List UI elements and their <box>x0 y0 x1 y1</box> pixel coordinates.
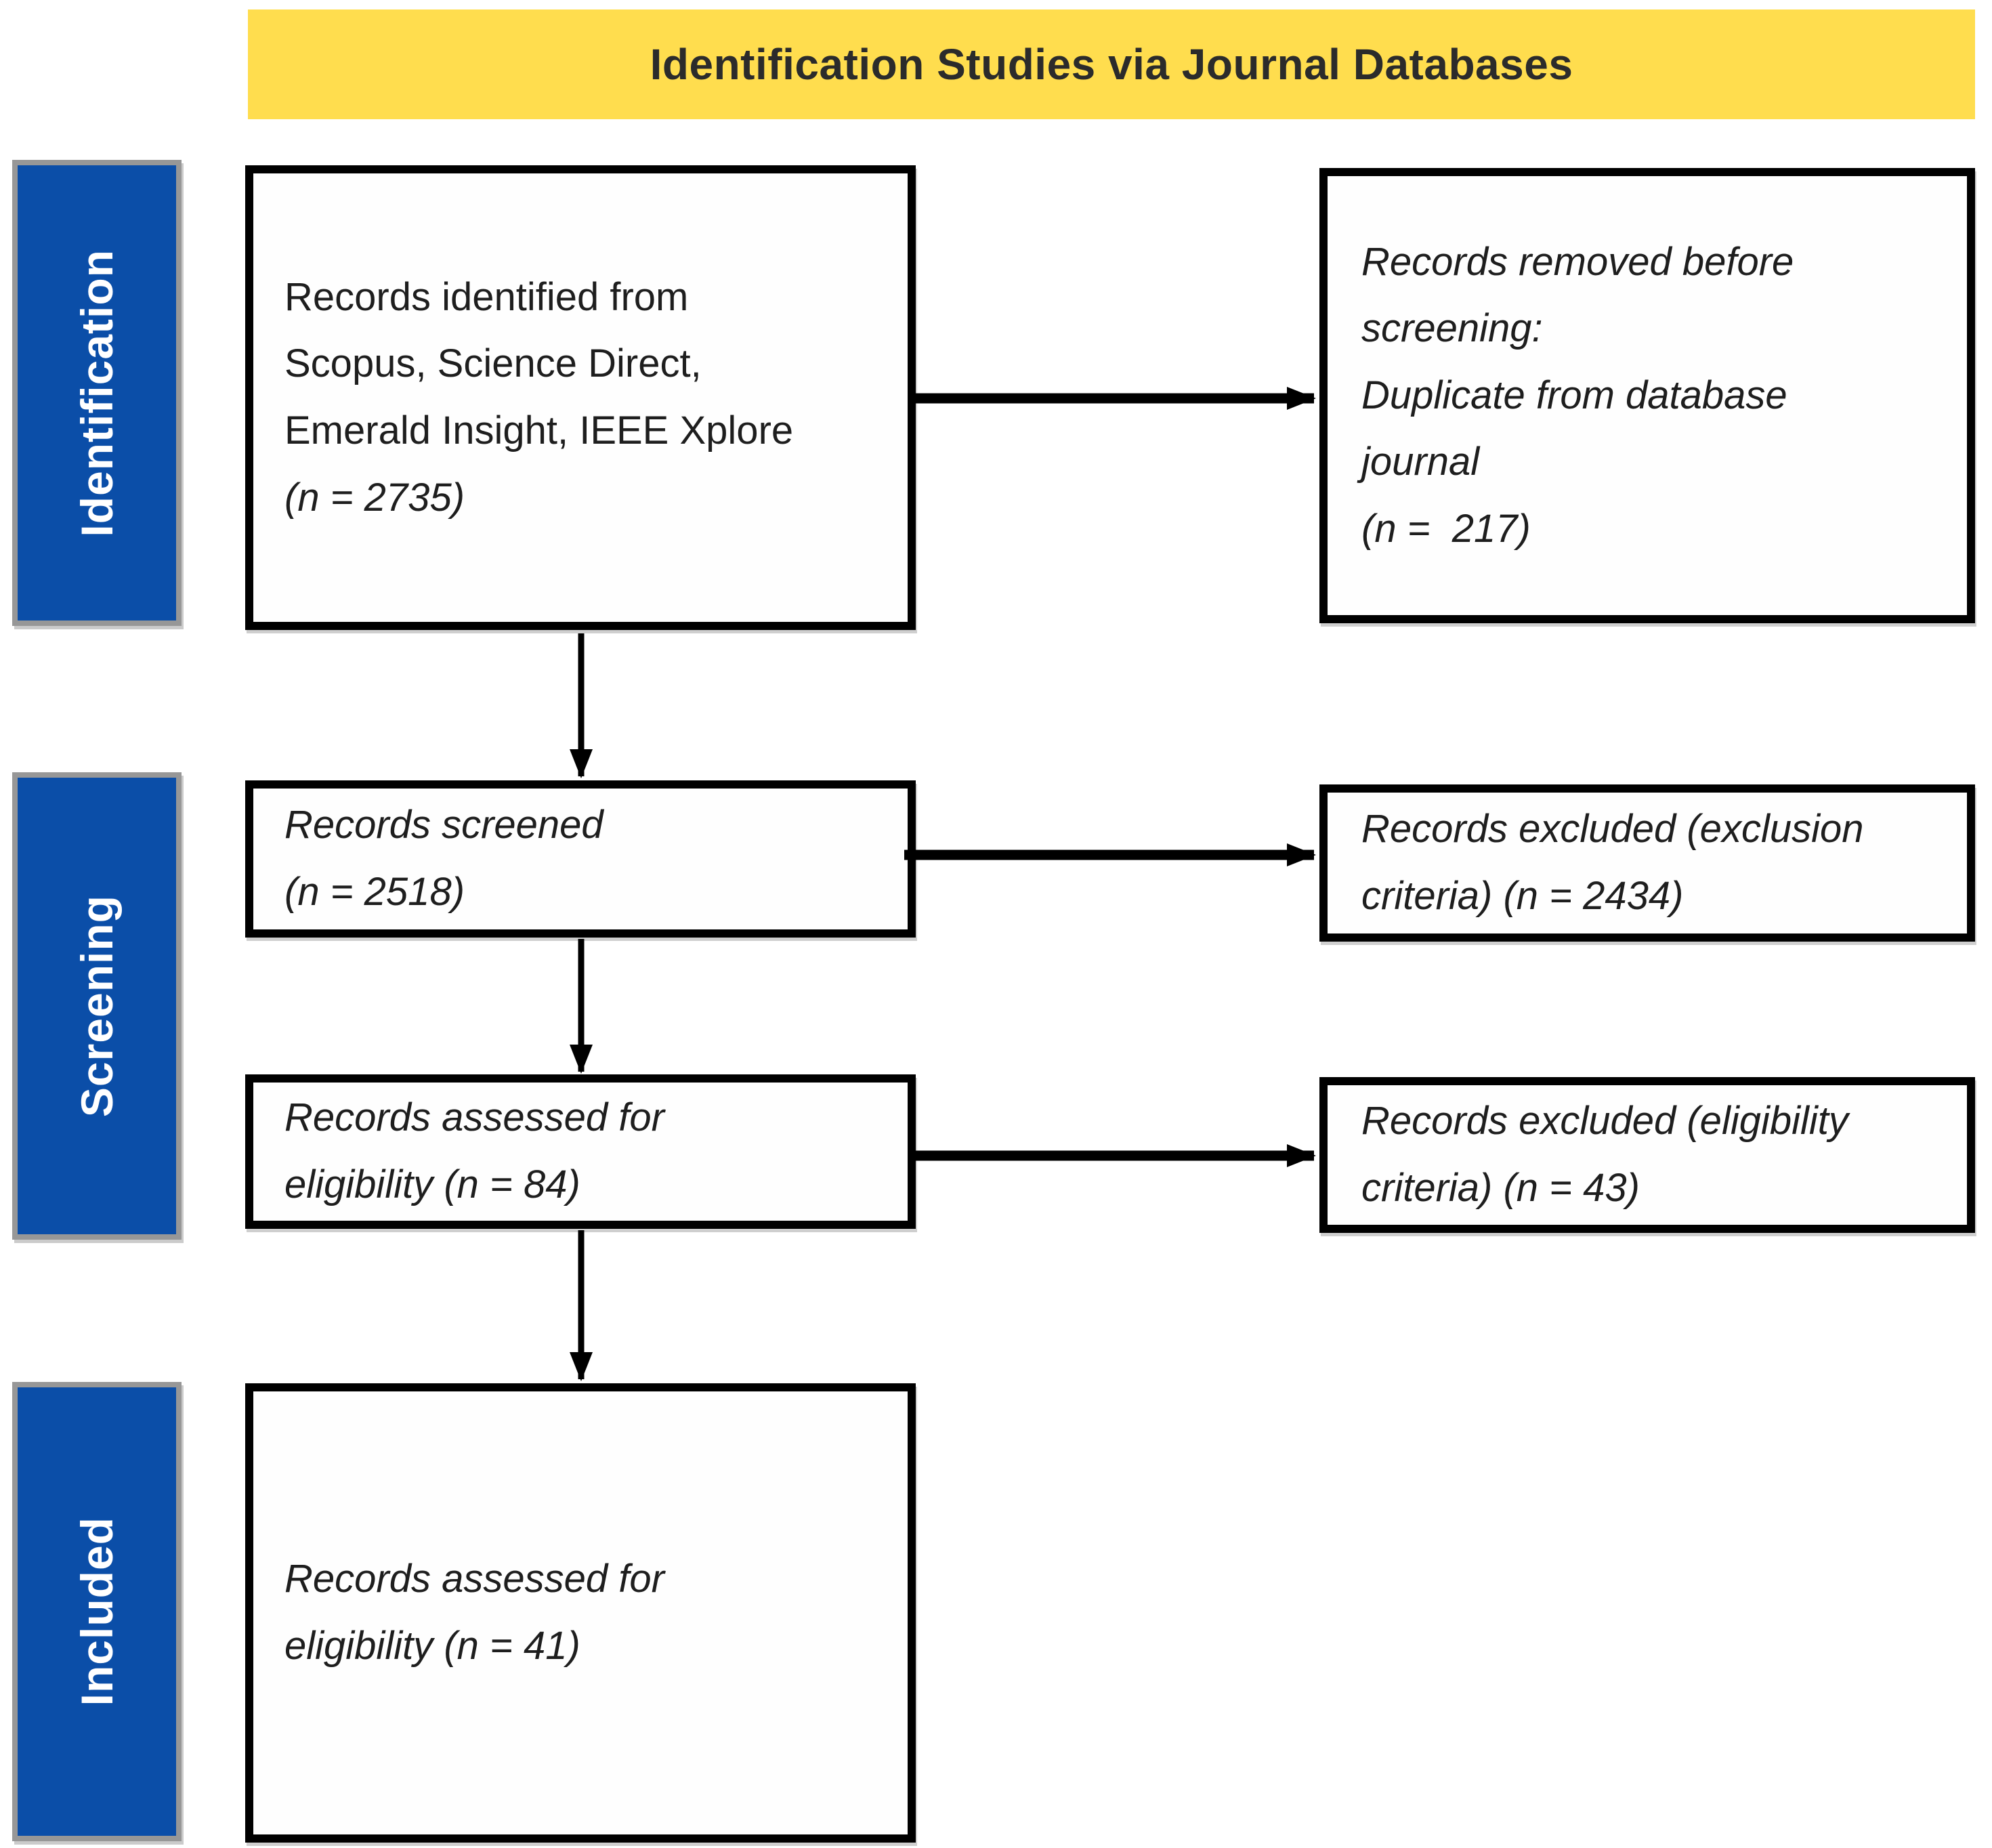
box-text-line: Records excluded (eligibility <box>1361 1099 1848 1143</box>
box-text-line: screening: <box>1361 306 1543 351</box>
stage-identification: Identification <box>12 160 182 626</box>
stage-included: Included <box>12 1382 182 1841</box>
box-text-line: Emerald Insight, IEEE Xplore <box>284 408 794 453</box>
box-count-line: (n = 217) <box>1361 506 1531 551</box>
box-count-line: (n = 2735) <box>284 475 465 520</box>
box-text-line: Records identified from <box>284 274 689 319</box>
diagram-title: Identification Studies via Journal Datab… <box>650 40 1573 89</box>
box-text-line: Records excluded (exclusion <box>1361 807 1864 852</box>
header-banner: Identification Studies via Journal Datab… <box>248 9 1975 119</box>
box-records-excluded-eligibility: Records excluded (eligibility criteria) … <box>1319 1077 1975 1233</box>
box-text-line: Duplicate from database <box>1361 373 1787 417</box>
box-text-line: Records assessed for <box>284 1557 664 1601</box>
box-count-line: (n = 2518) <box>284 870 465 914</box>
box-text-line: eligibility (n = 84) <box>284 1162 580 1206</box>
box-text-line: criteria) (n = 43) <box>1361 1166 1640 1210</box>
box-text-line: Records removed before <box>1361 239 1794 284</box>
stage-screening: Screening <box>12 772 182 1240</box>
box-text-line: Records assessed for <box>284 1095 664 1140</box>
box-text-line: Records screened <box>284 803 603 847</box>
box-records-removed: Records removed before screening: Duplic… <box>1319 168 1975 623</box>
box-records-assessed: Records assessed for eligibility (n = 84… <box>245 1074 916 1229</box>
stage-screening-label: Screening <box>72 894 122 1118</box>
box-text-line: criteria) (n = 2434) <box>1361 874 1684 918</box>
box-text-line: journal <box>1361 440 1480 484</box>
stage-included-label: Included <box>72 1517 122 1706</box>
box-records-excluded-exclusion: Records excluded (exclusion criteria) (n… <box>1319 784 1975 942</box>
box-text-line: eligibility (n = 41) <box>284 1624 580 1668</box>
box-text-line: Scopus, Science Direct, <box>284 341 702 386</box>
box-records-identified: Records identified from Scopus, Science … <box>245 165 916 630</box>
box-records-screened: Records screened (n = 2518) <box>245 780 916 938</box>
stage-identification-label: Identification <box>72 249 122 537</box>
box-records-included: Records assessed for eligibility (n = 41… <box>245 1383 916 1843</box>
